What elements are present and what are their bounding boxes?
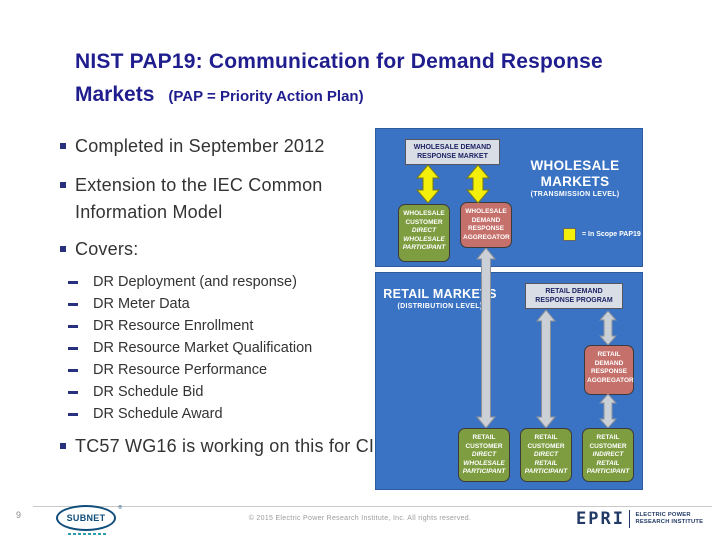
retail-customer-box: RETAIL CUSTOMER DIRECT WHOLESALE PARTICI… <box>458 428 510 482</box>
retail-markets-subheading: (DISTRIBUTION LEVEL) <box>397 303 483 310</box>
demand-response-diagram: WHOLESALE DEMAND RESPONSE MARKET WHOLESA… <box>375 128 643 490</box>
subnet-logo-oval: SUBNET <box>56 505 116 531</box>
subnet-logo: SUBNET ® <box>56 505 126 535</box>
yellow-double-arrow-icon <box>416 165 440 203</box>
bullet-subitem: DR Schedule Award <box>60 403 400 425</box>
retail-customer-box: RETAIL CUSTOMER INDIRECT RETAIL PARTICIP… <box>582 428 634 482</box>
wholesale-markets-subheading: (TRANSMISSION LEVEL) <box>530 191 620 198</box>
bullet-subitem: DR Meter Data <box>60 293 400 315</box>
wholesale-customer-label: WHOLESALE CUSTOMER <box>403 210 445 226</box>
gray-double-arrow-icon <box>535 310 557 428</box>
gray-double-arrow-icon <box>598 311 618 345</box>
footer-divider <box>33 506 712 507</box>
bullet-item: TC57 WG16 is working on this for CIM <box>60 433 400 460</box>
page-number: 9 <box>16 510 22 520</box>
subnet-logo-tagline <box>68 533 108 535</box>
epri-logo-text: EPRI <box>576 509 625 529</box>
retail-markets-heading-text: RETAIL MARKETS <box>383 287 497 301</box>
slide-title-line2-main: Markets <box>75 83 155 106</box>
wholesale-dr-aggregator-box: WHOLESALE DEMAND RESPONSE AGGREGATOR <box>460 202 512 248</box>
wholesale-customer-box: WHOLESALE CUSTOMER DIRECT WHOLESALE PART… <box>398 204 450 262</box>
retail-customer-box: RETAIL CUSTOMER DIRECT RETAIL PARTICIPAN… <box>520 428 572 482</box>
copyright-text: © 2015 Electric Power Research Institute… <box>248 515 472 522</box>
retail-customer-label: RETAIL CUSTOMER <box>465 434 503 450</box>
bullet-subitem: DR Resource Performance <box>60 359 400 381</box>
epri-tagline-line1: ELECTRIC POWER <box>635 511 691 518</box>
slide-title-suffix: (PAP = Priority Action Plan) <box>168 88 364 105</box>
bullet-list: Completed in September 2012 Extension to… <box>60 133 400 472</box>
bullet-item: Completed in September 2012 <box>60 133 400 160</box>
slide-title-line1: NIST PAP19: Communication for Demand Res… <box>75 50 603 73</box>
bullet-subitem: DR Deployment (and response) <box>60 271 400 293</box>
yellow-double-arrow-icon <box>466 165 490 203</box>
legend-in-scope-label: = In Scope PAP19 <box>582 231 641 238</box>
retail-customer-sublabel: DIRECT WHOLESALE PARTICIPANT <box>462 451 506 475</box>
bullet-subitem: DR Resource Market Qualification <box>60 337 400 359</box>
retail-demand-response-program-box: RETAIL DEMAND RESPONSE PROGRAM <box>525 283 623 309</box>
legend-in-scope-swatch <box>563 228 576 241</box>
wholesale-customer-sublabel: DIRECT WHOLESALE PARTICIPANT <box>402 227 446 251</box>
retail-customer-sublabel: DIRECT RETAIL PARTICIPANT <box>524 451 568 475</box>
subnet-registered-mark: ® <box>118 505 122 511</box>
epri-tagline-line2: RESEARCH INSTITUTE <box>635 519 704 525</box>
wholesale-markets-heading-text: WHOLESALE MARKETS <box>530 158 620 189</box>
retail-markets-heading: RETAIL MARKETS (DISTRIBUTION LEVEL) <box>383 286 497 312</box>
gray-double-arrow-icon <box>475 248 497 428</box>
retail-customer-label: RETAIL CUSTOMER <box>589 434 627 450</box>
retail-customer-sublabel: INDIRECT RETAIL PARTICIPANT <box>586 451 630 475</box>
slide-title: NIST PAP19: Communication for Demand Res… <box>75 46 655 112</box>
epri-logo-divider <box>628 510 631 528</box>
wholesale-demand-response-market-box: WHOLESALE DEMAND RESPONSE MARKET <box>405 139 500 165</box>
slide-title-line2: Markets (PAP = Priority Action Plan) <box>75 79 655 112</box>
wholesale-markets-heading: WHOLESALE MARKETS (TRANSMISSION LEVEL) <box>510 158 640 200</box>
bullet-item: Covers: <box>60 236 400 263</box>
bullet-item: Extension to the IEC Common Information … <box>60 172 400 226</box>
epri-logo-tagline: ELECTRIC POWER RESEARCH INSTITUTE <box>635 512 703 527</box>
retail-customer-label: RETAIL CUSTOMER <box>527 434 565 450</box>
retail-dr-aggregator-box: RETAIL DEMAND RESPONSE AGGREGATOR <box>584 345 634 395</box>
subnet-logo-text: SUBNET <box>66 513 106 523</box>
bullet-subitem: DR Resource Enrollment <box>60 315 400 337</box>
gray-double-arrow-icon <box>598 394 618 428</box>
bullet-subitem: DR Schedule Bid <box>60 381 400 403</box>
epri-logo: EPRI ELECTRIC POWER RESEARCH INSTITUTE <box>576 509 703 529</box>
